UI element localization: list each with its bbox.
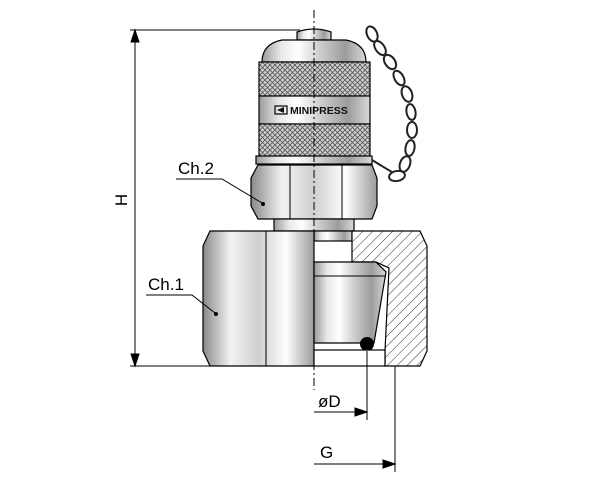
ch1-label: Ch.1 xyxy=(148,275,184,294)
body-hex-ch1 xyxy=(202,230,315,367)
ch2-leader xyxy=(176,178,263,204)
cap-top-button xyxy=(296,28,332,41)
section-view xyxy=(313,230,428,367)
ch1-leader xyxy=(146,294,216,314)
dimension-d-label: øD xyxy=(318,392,341,411)
neck-lower xyxy=(313,230,353,242)
dimension-h xyxy=(130,28,300,368)
dimension-h-label: H xyxy=(112,194,131,206)
o-ring xyxy=(360,337,374,351)
brand-text: MINIPRESS xyxy=(290,105,348,117)
inner-cone xyxy=(313,261,387,344)
retaining-chain xyxy=(365,25,418,183)
cap-dome xyxy=(261,39,367,63)
dimension-g-label: G xyxy=(320,443,333,462)
dimension-d xyxy=(314,351,369,420)
minipress-logo xyxy=(274,105,288,115)
dimension-g xyxy=(314,366,397,472)
ch2-label: Ch.2 xyxy=(178,159,214,178)
